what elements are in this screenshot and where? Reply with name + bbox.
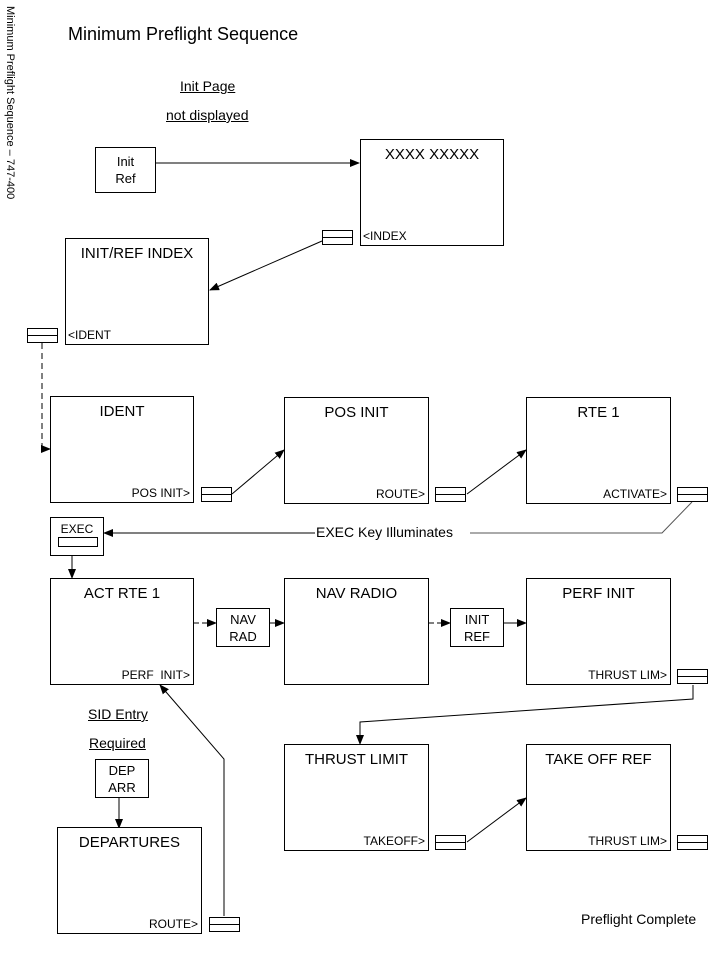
note-required: Required — [89, 735, 146, 751]
arrow-activate-to-exec — [470, 501, 693, 534]
key-label: NAV — [230, 611, 256, 627]
page-thrust-limit: THRUST LIMIT TAKEOFF> — [284, 744, 429, 851]
lsk-label-takeoff: TAKEOFF> — [363, 834, 425, 848]
lsk-label-route: ROUTE> — [375, 487, 425, 501]
lsk-label-activate: ACTIVATE> — [603, 487, 667, 501]
arrow-index-to-initrefindex — [209, 240, 323, 291]
init-ref-key-2[interactable]: INIT REF — [450, 608, 504, 647]
lsk-label-pos-init: POS INIT> — [131, 486, 190, 500]
lsk-takeoff-button[interactable] — [435, 835, 466, 850]
page-title: THRUST LIMIT — [304, 751, 409, 768]
lsk-route-button[interactable] — [435, 487, 466, 502]
key-label: Init — [116, 154, 135, 169]
page-takeoff-ref: TAKE OFF REF THRUST LIM> — [526, 744, 671, 851]
lsk-label-route-2: ROUTE> — [148, 917, 198, 931]
page-pos-init: POS INIT ROUTE> — [284, 397, 429, 504]
init-ref-key[interactable]: Init Ref — [95, 147, 156, 193]
page-title: RTE 1 — [577, 404, 620, 421]
arrow-takeoff-to-takeoffref — [466, 797, 527, 843]
page-init-ref-index: INIT/REF INDEX <IDENT — [65, 238, 209, 345]
page-act-rte1: ACT RTE 1 PERF INIT> — [50, 578, 194, 685]
note-init-page: Init Page — [180, 78, 236, 94]
page-title: TAKE OFF REF — [545, 751, 652, 768]
exec-illuminates-label: EXEC Key Illuminates — [316, 524, 453, 540]
lsk-ident-button[interactable] — [27, 328, 58, 343]
page-title: IDENT — [99, 403, 145, 420]
page-title: ACT RTE 1 — [83, 585, 161, 602]
exec-label: EXEC — [60, 522, 94, 536]
key-label: REF — [464, 628, 490, 644]
page-perf-init: PERF INIT THRUST LIM> — [526, 578, 671, 685]
lsk-pos-init-button[interactable] — [201, 487, 232, 502]
exec-key[interactable]: EXEC — [50, 517, 104, 556]
lsk-route-button-2[interactable] — [209, 917, 240, 932]
page-title: NAV RADIO — [315, 585, 398, 602]
side-title: Minimum Preflight Sequence – 747-400 — [4, 6, 16, 200]
note-not-displayed: not displayed — [166, 107, 249, 123]
lsk-label-thrust-lim: THRUST LIM> — [588, 668, 667, 682]
key-label: Ref — [115, 171, 136, 186]
page-departures: DEPARTURES ROUTE> — [57, 827, 202, 934]
exec-light-bar — [58, 537, 98, 547]
diagram-title: Minimum Preflight Sequence — [68, 24, 299, 44]
page-nav-radio: NAV RADIO — [284, 578, 429, 685]
lsk-label-index: <INDEX — [363, 229, 407, 243]
page-title: PERF INIT — [562, 585, 635, 602]
lsk-label-thrust-lim-2: THRUST LIM> — [588, 834, 667, 848]
preflight-complete-label: Preflight Complete — [581, 911, 697, 927]
page-title: DEPARTURES — [78, 834, 181, 851]
key-label: ARR — [108, 779, 136, 795]
arrow-thrustlim-to-thrustlimit — [356, 685, 694, 745]
key-label: DEP — [108, 762, 136, 778]
lsk-thrust-lim-button[interactable] — [677, 669, 708, 684]
key-label: RAD — [229, 628, 257, 644]
lsk-thrust-lim-button-2[interactable] — [677, 835, 708, 850]
arrow-posinit-to-rte1 — [466, 449, 527, 495]
arrow-ident-to-posinit — [231, 449, 285, 495]
page-title: POS INIT — [324, 404, 389, 421]
dep-arr-key[interactable]: DEP ARR — [95, 759, 149, 798]
nav-rad-key[interactable]: NAV RAD — [216, 608, 270, 647]
arrow-ident-dashed — [41, 343, 51, 453]
lsk-label-ident: <IDENT — [68, 328, 112, 342]
page-xxxx: XXXX XXXXX <INDEX — [360, 139, 504, 246]
page-title: XXXX XXXXX — [384, 146, 480, 163]
key-label: INIT — [464, 611, 490, 627]
page-ident: IDENT POS INIT> — [50, 396, 194, 503]
note-sid-entry: SID Entry — [88, 706, 148, 722]
page-rte1: RTE 1 ACTIVATE> — [526, 397, 671, 504]
lsk-index-button[interactable] — [322, 230, 353, 245]
page-title: INIT/REF INDEX — [80, 245, 194, 262]
lsk-label-perf-init: PERF INIT> — [121, 668, 190, 682]
lsk-activate-button[interactable] — [677, 487, 708, 502]
